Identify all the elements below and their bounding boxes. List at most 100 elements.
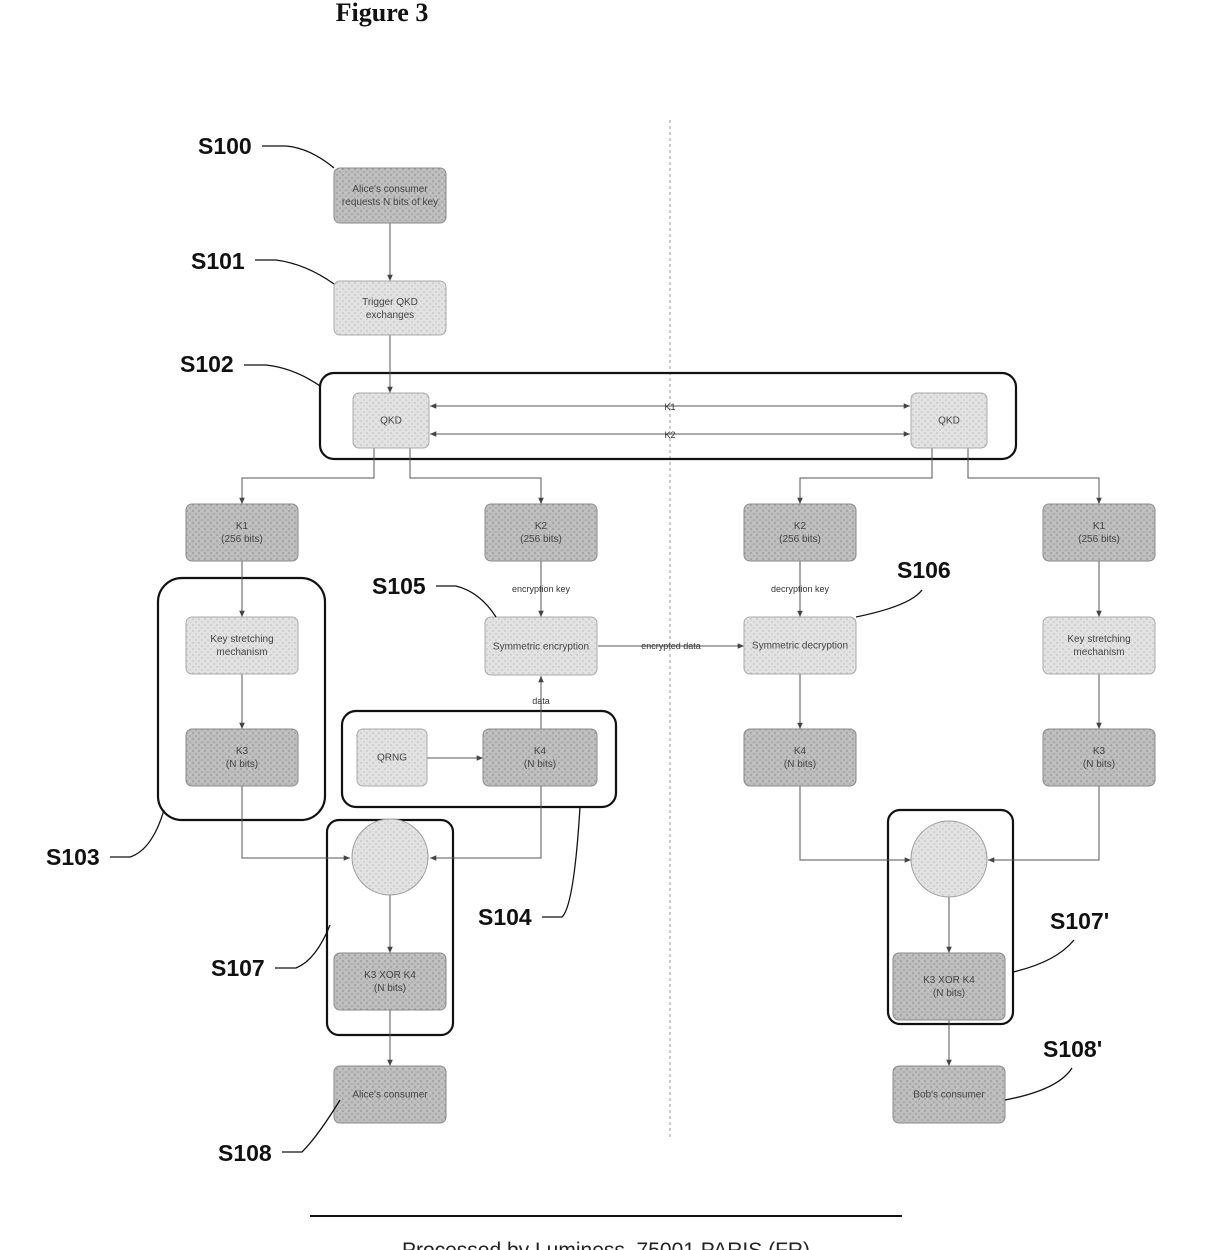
node-label-line: Trigger QKD (362, 297, 418, 308)
step-label-s108-prime: S108' (1043, 1036, 1102, 1062)
node-label-line: K4 (794, 746, 807, 757)
svg-text:Symmetric encryption: Symmetric encryption (493, 642, 589, 653)
node-label-line: (N bits) (1083, 759, 1115, 770)
node-alice-k3: K3 (N bits) (186, 729, 298, 786)
node-label-line: exchanges (366, 310, 414, 321)
node-label-line: K3 XOR K4 (364, 970, 416, 981)
node-label-line: K3 (236, 746, 249, 757)
step-label-s105: S105 (372, 573, 426, 599)
alice-xor-operator-circle (352, 819, 428, 895)
node-bob-key-stretching: Key stretching mechanism (1043, 617, 1155, 674)
step-label-s108: S108 (218, 1140, 272, 1166)
node-bob-k3: K3 (N bits) (1043, 729, 1155, 786)
node-qrng: QRNG (357, 729, 427, 786)
node-label-line: (N bits) (784, 759, 816, 770)
connector-qkd-to-bob-k2 (800, 448, 932, 504)
node-qkd-alice: QKD (353, 393, 429, 448)
svg-text:QKD: QKD (380, 416, 402, 427)
step-label-s107: S107 (211, 955, 265, 981)
bob-xor-operator-circle (911, 821, 987, 897)
leader-s106 (856, 590, 922, 617)
connector-qkd-to-alice-k2 (410, 448, 541, 504)
node-bob-k1: K1 (256 bits) (1043, 504, 1155, 561)
leader-s103 (110, 810, 164, 857)
node-label-line: requests N bits of key (342, 197, 438, 208)
leader-s100 (262, 146, 334, 168)
node-label-line: QKD (380, 416, 402, 427)
node-label-line: K3 XOR K4 (923, 975, 975, 986)
node-symmetric-decryption: Symmetric decryption (744, 617, 856, 674)
node-trigger-qkd: Trigger QKD exchanges (334, 281, 446, 335)
node-label-line: K4 (534, 746, 547, 757)
node-label-line: K2 (535, 521, 548, 532)
node-label-line: (256 bits) (779, 534, 821, 545)
node-bob-consumer: Bob's consumer (893, 1066, 1005, 1123)
edge-label-encrypted-data: encrypted data (641, 641, 701, 651)
node-label-line: K2 (794, 521, 807, 532)
step-label-s104: S104 (478, 904, 532, 930)
node-label-line: Bob's consumer (913, 1090, 985, 1101)
svg-text:QKD: QKD (938, 416, 960, 427)
node-label-line: K1 (236, 521, 249, 532)
leader-s105 (436, 586, 496, 617)
node-label-line: Key stretching (210, 634, 273, 645)
leader-s108-prime (1005, 1068, 1072, 1100)
node-alice-xor-result: K3 XOR K4 (N bits) (334, 953, 446, 1010)
step-label-s102: S102 (180, 351, 234, 377)
node-label-line: (N bits) (226, 759, 258, 770)
node-label-line: QKD (938, 416, 960, 427)
edge-label-k1: K1 (664, 402, 675, 412)
node-label-line: (N bits) (524, 759, 556, 770)
connector-bob-k3-to-xor (988, 786, 1099, 860)
footer-processed-by: Processed by Luminess, 75001 PARIS (FR) (402, 1239, 810, 1250)
node-label-line: K3 (1093, 746, 1106, 757)
node-label-line: mechanism (1073, 647, 1124, 658)
node-symmetric-encryption: Symmetric encryption (485, 617, 597, 675)
node-label-line: (N bits) (374, 983, 406, 994)
node-label-line: Symmetric decryption (752, 641, 848, 652)
node-label-line: mechanism (216, 647, 267, 658)
leader-s101 (255, 260, 334, 284)
svg-text:Bob's consumer: Bob's consumer (913, 1090, 985, 1101)
node-label-line: Alice's consumer (352, 1090, 428, 1101)
node-label-line: K1 (1093, 521, 1106, 532)
leader-s104 (542, 807, 580, 917)
node-bob-k4: K4 (N bits) (744, 729, 856, 786)
node-label-line: QRNG (377, 753, 407, 764)
node-alice-consumer: Alice's consumer (334, 1066, 446, 1123)
leader-s108 (282, 1100, 340, 1152)
leader-s102 (244, 365, 320, 386)
node-alice-k1: K1 (256 bits) (186, 504, 298, 561)
node-alice-k4: K4 (N bits) (483, 729, 597, 786)
step-label-s106: S106 (897, 557, 951, 583)
node-alice-request: Alice's consumer requests N bits of key (334, 168, 446, 223)
connector-qkd-to-alice-k1 (242, 448, 374, 504)
node-alice-k2: K2 (256 bits) (485, 504, 597, 561)
connector-qkd-to-bob-k1 (968, 448, 1099, 504)
connector-bob-k4-to-xor (800, 786, 911, 860)
leader-s107-prime (1013, 940, 1074, 972)
figure-title: Figure 3 (336, 0, 429, 27)
step-label-s100: S100 (198, 133, 252, 159)
step-label-s107-prime: S107' (1050, 908, 1109, 934)
step-label-s101: S101 (191, 248, 245, 274)
node-qkd-bob: QKD (911, 393, 987, 448)
node-label-line: Symmetric encryption (493, 642, 589, 653)
node-label-line: (N bits) (933, 988, 965, 999)
node-alice-key-stretching: Key stretching mechanism (186, 617, 298, 674)
node-label-line: Key stretching (1067, 634, 1130, 645)
node-label-line: (256 bits) (221, 534, 263, 545)
node-bob-xor-result: K3 XOR K4 (N bits) (893, 953, 1005, 1020)
node-label-line: (256 bits) (1078, 534, 1120, 545)
svg-text:Symmetric decryption: Symmetric decryption (752, 641, 848, 652)
node-bob-k2: K2 (256 bits) (744, 504, 856, 561)
node-label-line: Alice's consumer (352, 184, 428, 195)
node-label-line: (256 bits) (520, 534, 562, 545)
edge-label-encryption-key: encryption key (512, 584, 571, 594)
step-label-s103: S103 (46, 844, 100, 870)
svg-text:QRNG: QRNG (377, 753, 407, 764)
edge-label-data: data (532, 696, 550, 706)
edge-label-decryption-key: decryption key (771, 584, 830, 594)
